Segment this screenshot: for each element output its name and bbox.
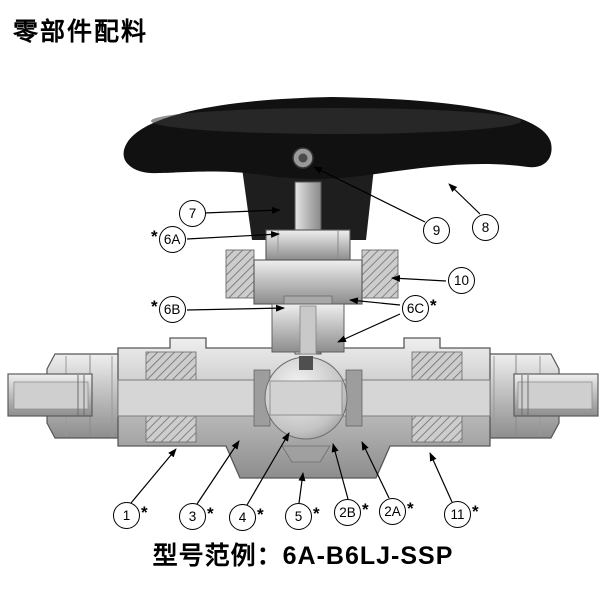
callout-star: *	[472, 502, 479, 521]
callout-bubble: 7	[179, 200, 206, 227]
valve-body	[117, 337, 491, 479]
callout-star: *	[151, 227, 158, 246]
callout-2b: 2B *	[332, 499, 370, 526]
callout-8: 8	[470, 214, 501, 241]
model-value: 6A-B6LJ-SSP	[282, 542, 454, 570]
model-example: 型号范例：6A-B6LJ-SSP	[0, 536, 606, 572]
callout-6c: 6C *	[400, 295, 438, 322]
callout-6b: * 6B	[150, 296, 188, 323]
callout-11: 11 *	[442, 501, 480, 528]
model-label: 型号范例：	[152, 542, 283, 570]
callout-star: *	[430, 296, 437, 315]
callout-bubble: 6B	[158, 296, 186, 323]
callout-bubble: 1	[113, 502, 140, 529]
callout-bubble: 4	[229, 504, 256, 531]
valve-handle	[123, 97, 552, 179]
callout-7: 7	[177, 200, 208, 227]
callout-bubble: 3	[179, 503, 206, 530]
callout-star: *	[407, 499, 414, 518]
callout-star: *	[257, 505, 264, 524]
page-title: 零部件配料	[13, 18, 149, 46]
callout-2a: 2A *	[377, 498, 415, 525]
stem-bonnet-assembly	[225, 168, 399, 355]
callout-bubble: 6A	[158, 226, 186, 253]
callout-1: 1 *	[111, 502, 149, 529]
callout-3: 3 *	[177, 503, 215, 530]
callout-star: *	[207, 504, 214, 523]
callout-5: 5 *	[283, 503, 321, 530]
callout-bubble: 10	[448, 267, 475, 294]
left-end-fitting	[7, 353, 132, 439]
callout-arrows	[130, 166, 481, 506]
callout-bubble: 6C	[402, 295, 429, 322]
callout-9: 9	[421, 217, 452, 244]
callout-star: *	[313, 504, 320, 523]
callout-10: 10	[446, 267, 477, 294]
callout-bubble: 11	[444, 501, 471, 528]
callout-bubble: 2B	[334, 499, 361, 526]
callout-bubble: 9	[423, 217, 450, 244]
right-end-fitting	[474, 353, 599, 439]
callout-bubble: 2A	[379, 498, 406, 525]
callout-bubble: 5	[285, 503, 312, 530]
callout-6a: * 6A	[150, 226, 188, 253]
callout-star: *	[151, 297, 158, 316]
callout-bubble: 8	[472, 214, 499, 241]
callout-4: 4 *	[227, 504, 265, 531]
callout-star: *	[362, 500, 369, 519]
callout-star: *	[141, 503, 148, 522]
